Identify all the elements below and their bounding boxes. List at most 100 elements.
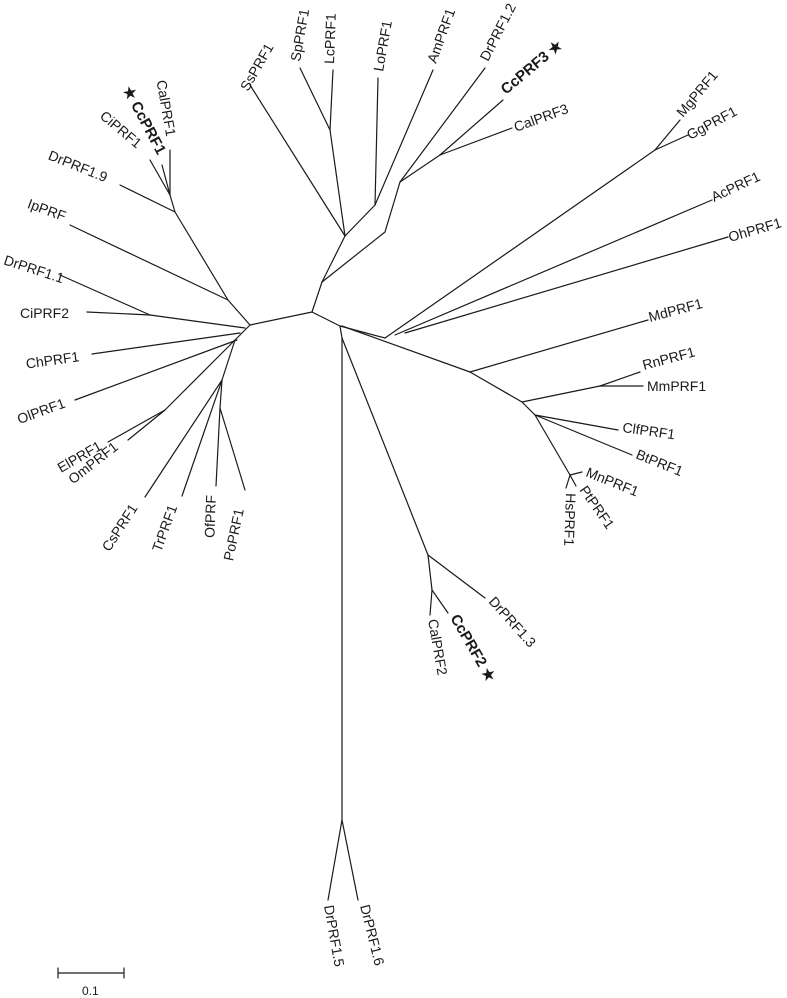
branch-drprf1-6 — [341, 819, 359, 901]
branch-int-i — [521, 401, 536, 416]
branch-csprf1 — [144, 379, 223, 498]
leaf-hsprf1: HsPRF1 — [561, 493, 579, 547]
branch-ptprf1 — [569, 474, 577, 487]
branch-int-n — [221, 339, 236, 381]
branch-omprf1 — [127, 409, 166, 441]
branch-calprf2 — [429, 589, 433, 616]
branch-ofprf — [215, 407, 221, 487]
branch-core-3 — [339, 325, 343, 339]
branch-btprf1 — [534, 414, 633, 456]
branch-core-2 — [311, 311, 341, 327]
leaf-amprf1: AmPRF1 — [424, 6, 459, 65]
leaf-calprf2: CalPRF2 — [425, 618, 451, 677]
branch-int-f — [341, 325, 471, 373]
branch-elprf1 — [107, 409, 166, 443]
branch-int-d — [399, 154, 441, 183]
branch-lcprf1 — [329, 69, 334, 131]
branch-mg-gg-stem — [384, 149, 656, 339]
branch-hsprf1 — [565, 474, 571, 489]
leaf-loprf1: LoPRF1 — [370, 19, 395, 73]
branch-int-h — [521, 385, 601, 403]
branch-int-l — [427, 554, 433, 591]
leaf-drprf1-1: DrPRF1.1 — [2, 252, 66, 287]
leaf-acprf1: AcPRF1 — [709, 168, 763, 205]
branch-ggprf1 — [654, 134, 689, 151]
leaf-trprf1: TrPRF1 — [149, 502, 181, 553]
leaf-ohprf1: OhPRF1 — [726, 214, 783, 244]
branch-int-t — [169, 194, 176, 213]
leaf-csprf1: CsPRF1 — [98, 501, 140, 554]
branch-int-q — [149, 314, 246, 329]
scale-bar-line — [57, 967, 125, 979]
leaf-olprf1: OlPRF1 — [15, 395, 67, 427]
leaf-ssprf1: SsPRF1 — [237, 40, 277, 93]
scale-bar-label: 0.1 — [82, 984, 99, 998]
leaf-mmprf1: MmPRF1 — [647, 378, 706, 394]
branch-ciprf1 — [149, 159, 171, 196]
branch-core-4 — [311, 281, 323, 313]
branch-acprf1 — [394, 199, 713, 336]
leaf-mdprf1: MdPRF1 — [647, 295, 705, 325]
branch-loprf1 — [374, 77, 379, 206]
branch-int-b — [329, 129, 346, 237]
star-icon: ★ — [545, 36, 567, 58]
leaf-ccprf2: CcPRF2★ — [447, 612, 499, 686]
leaf-ipprf: IpPRF — [26, 195, 69, 224]
branch-int-p — [164, 339, 236, 411]
branch-int-k — [341, 337, 429, 556]
branch-spprf1 — [299, 67, 331, 131]
leaf-ofprf: OfPRF — [201, 495, 218, 538]
branch-amprf1 — [374, 69, 434, 206]
branch-drprf1-1 — [59, 274, 151, 316]
branch-poprf1 — [219, 407, 246, 491]
branch-int-o — [219, 379, 223, 409]
branch-drprf1-5 — [327, 819, 343, 901]
leaf-btprf1: BtPRF1 — [634, 446, 686, 479]
leaf-chprf1: ChPRF1 — [25, 348, 81, 371]
leaf-poprf1: PoPRF1 — [220, 507, 247, 562]
branch-olprf1 — [74, 339, 238, 401]
branch-core-1 — [249, 311, 313, 326]
branch-ccprf2 — [431, 589, 449, 614]
branch-int-j — [534, 414, 571, 476]
leaf-ciprf2: CiPRF2 — [20, 305, 69, 321]
leaf-ccprf3: CcPRF3★ — [498, 36, 567, 98]
branch-ccprf1 — [161, 164, 171, 196]
leaf-drprf1-9: DrPRF1.9 — [46, 147, 110, 185]
branch-ipprf — [69, 224, 229, 301]
branch-int-c — [384, 181, 401, 233]
branch-drprf1-9 — [119, 184, 176, 213]
branches — [59, 67, 729, 901]
branch-calprf3 — [439, 127, 513, 156]
branch-clfprf1 — [534, 414, 619, 431]
leaf-drprf1-2: DrPRF1.2 — [476, 0, 519, 63]
branch-int-g — [469, 371, 523, 403]
leaf-lcprf1: LcPRF1 — [321, 13, 339, 64]
leaf-clfprf1: ClfPRF1 — [622, 419, 677, 442]
branch-chprf1 — [91, 332, 241, 355]
branch-drprf1-2 — [399, 67, 486, 183]
branch-int-m — [234, 324, 251, 341]
branch-mgprf1 — [654, 119, 681, 151]
leaf-calprf3: CalPRF3 — [512, 100, 571, 135]
leaf-labels: SsPRF1 SpPRF1 LcPRF1 LoPRF1 AmPRF1 DrPRF… — [2, 0, 783, 968]
branch-drprf1-3 — [427, 554, 486, 599]
leaf-drprf1-3: DrPRF1.3 — [486, 593, 540, 650]
branch-rnprf1 — [599, 371, 641, 387]
branch-ohprf1 — [404, 236, 729, 334]
branch-int-s — [174, 211, 229, 301]
leaf-drprf1-6: DrPRF1.6 — [357, 903, 388, 967]
branch-core-5 — [321, 235, 346, 283]
leaf-rnprf1: RnPRF1 — [641, 343, 697, 372]
branch-ciprf2 — [86, 311, 151, 316]
leaf-spprf1: SpPRF1 — [287, 7, 312, 62]
branch-ssprf1 — [249, 84, 346, 237]
leaf-drprf1-5: DrPRF1.5 — [321, 904, 348, 968]
branch-mnprf1 — [569, 471, 583, 476]
branch-int-a — [344, 204, 376, 237]
scale-bar: 0.1 — [57, 967, 125, 998]
branch-int-r — [227, 299, 251, 326]
branch-trprf1 — [181, 379, 223, 497]
